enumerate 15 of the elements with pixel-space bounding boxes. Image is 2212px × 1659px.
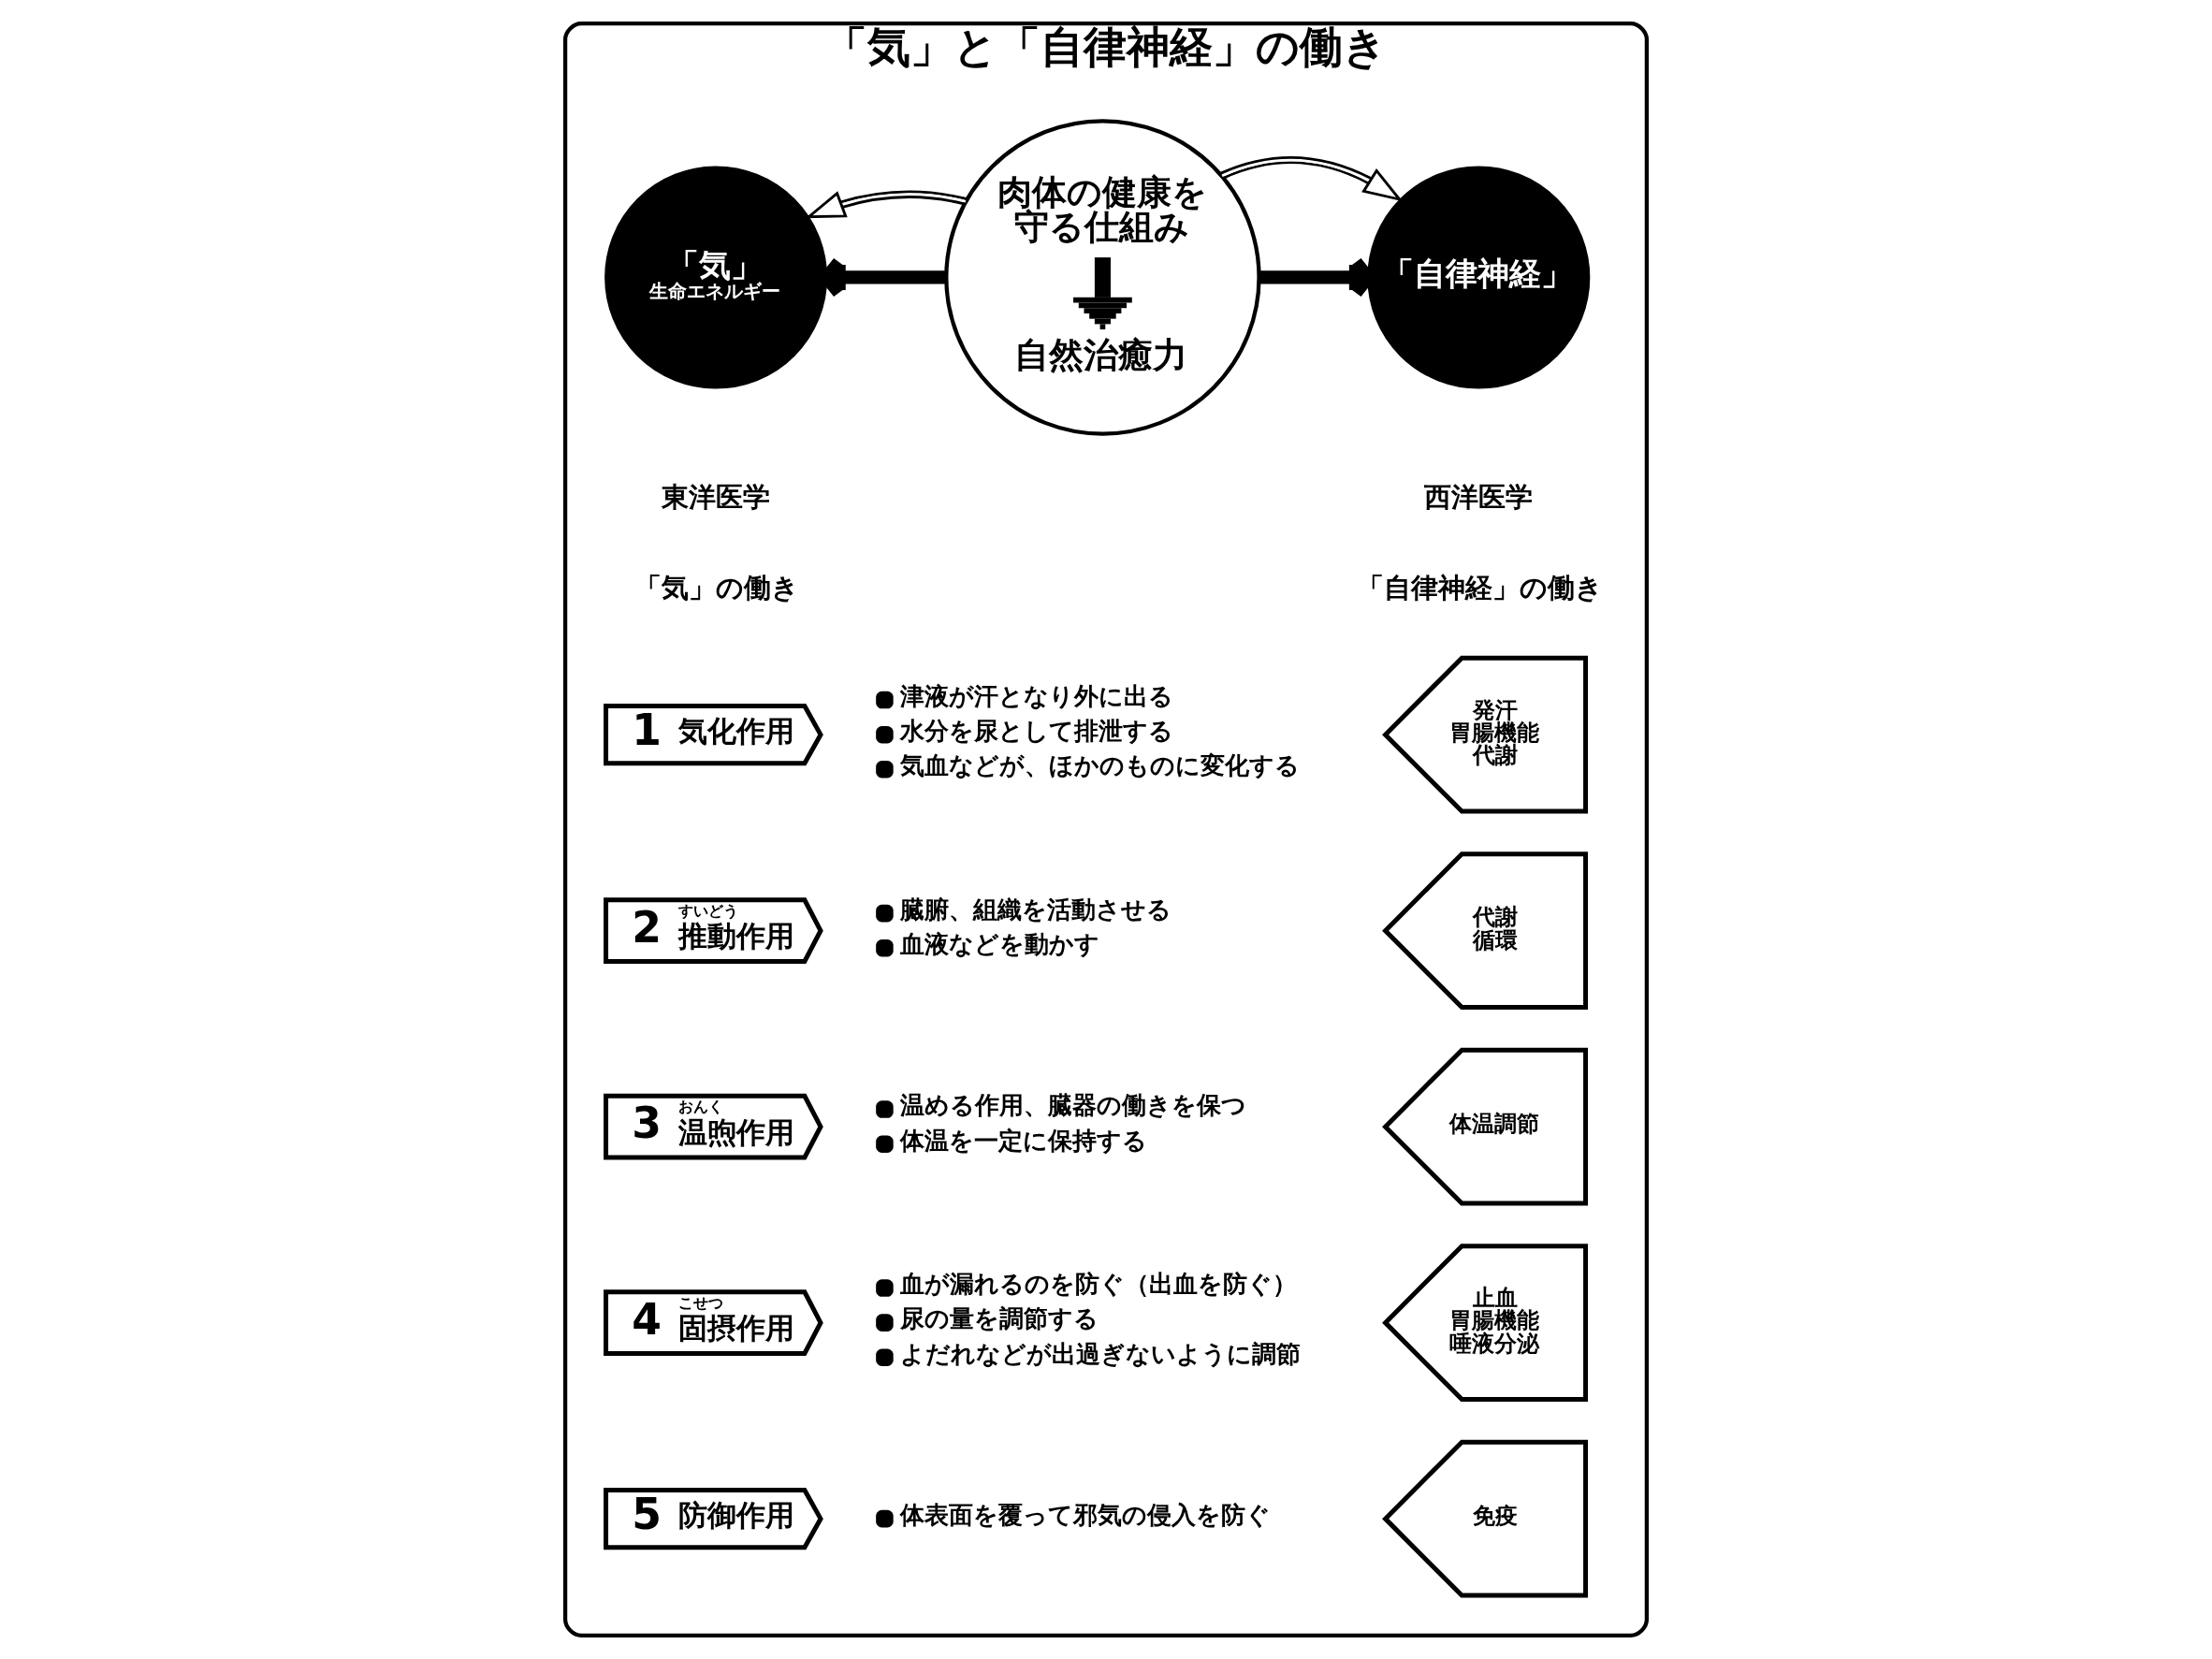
- node-label: よだれなどが出過ぎないように調節: [899, 1339, 1301, 1368]
- node-label: 温める作用、臓器の働きを保つ: [899, 1091, 1246, 1120]
- node-label: 気血などが、ほかのものに変化する: [899, 751, 1300, 780]
- node-label: 東洋医学: [661, 481, 770, 513]
- node-label: 尿の量を調節する: [899, 1304, 1099, 1333]
- node-label: 血液などを動かす: [899, 930, 1099, 959]
- node-label: 水分を尿として排泄する: [899, 716, 1173, 745]
- node-label: 体温を一定に保持する: [899, 1126, 1147, 1155]
- node-label: 体表面を覆って邪気の侵入を防ぐ: [899, 1500, 1271, 1529]
- label: 「気」の働き: [634, 572, 800, 604]
- node-label: 津液が汗となり外に出る: [899, 681, 1173, 710]
- node-label: 西洋医学: [1423, 481, 1533, 513]
- label: 「自律神経」の働き: [1356, 572, 1603, 604]
- node-label: 臓腑、組織を活動させる: [899, 895, 1171, 924]
- node-label: 血が漏れるのを防ぐ（出血を防ぐ）: [899, 1270, 1297, 1299]
